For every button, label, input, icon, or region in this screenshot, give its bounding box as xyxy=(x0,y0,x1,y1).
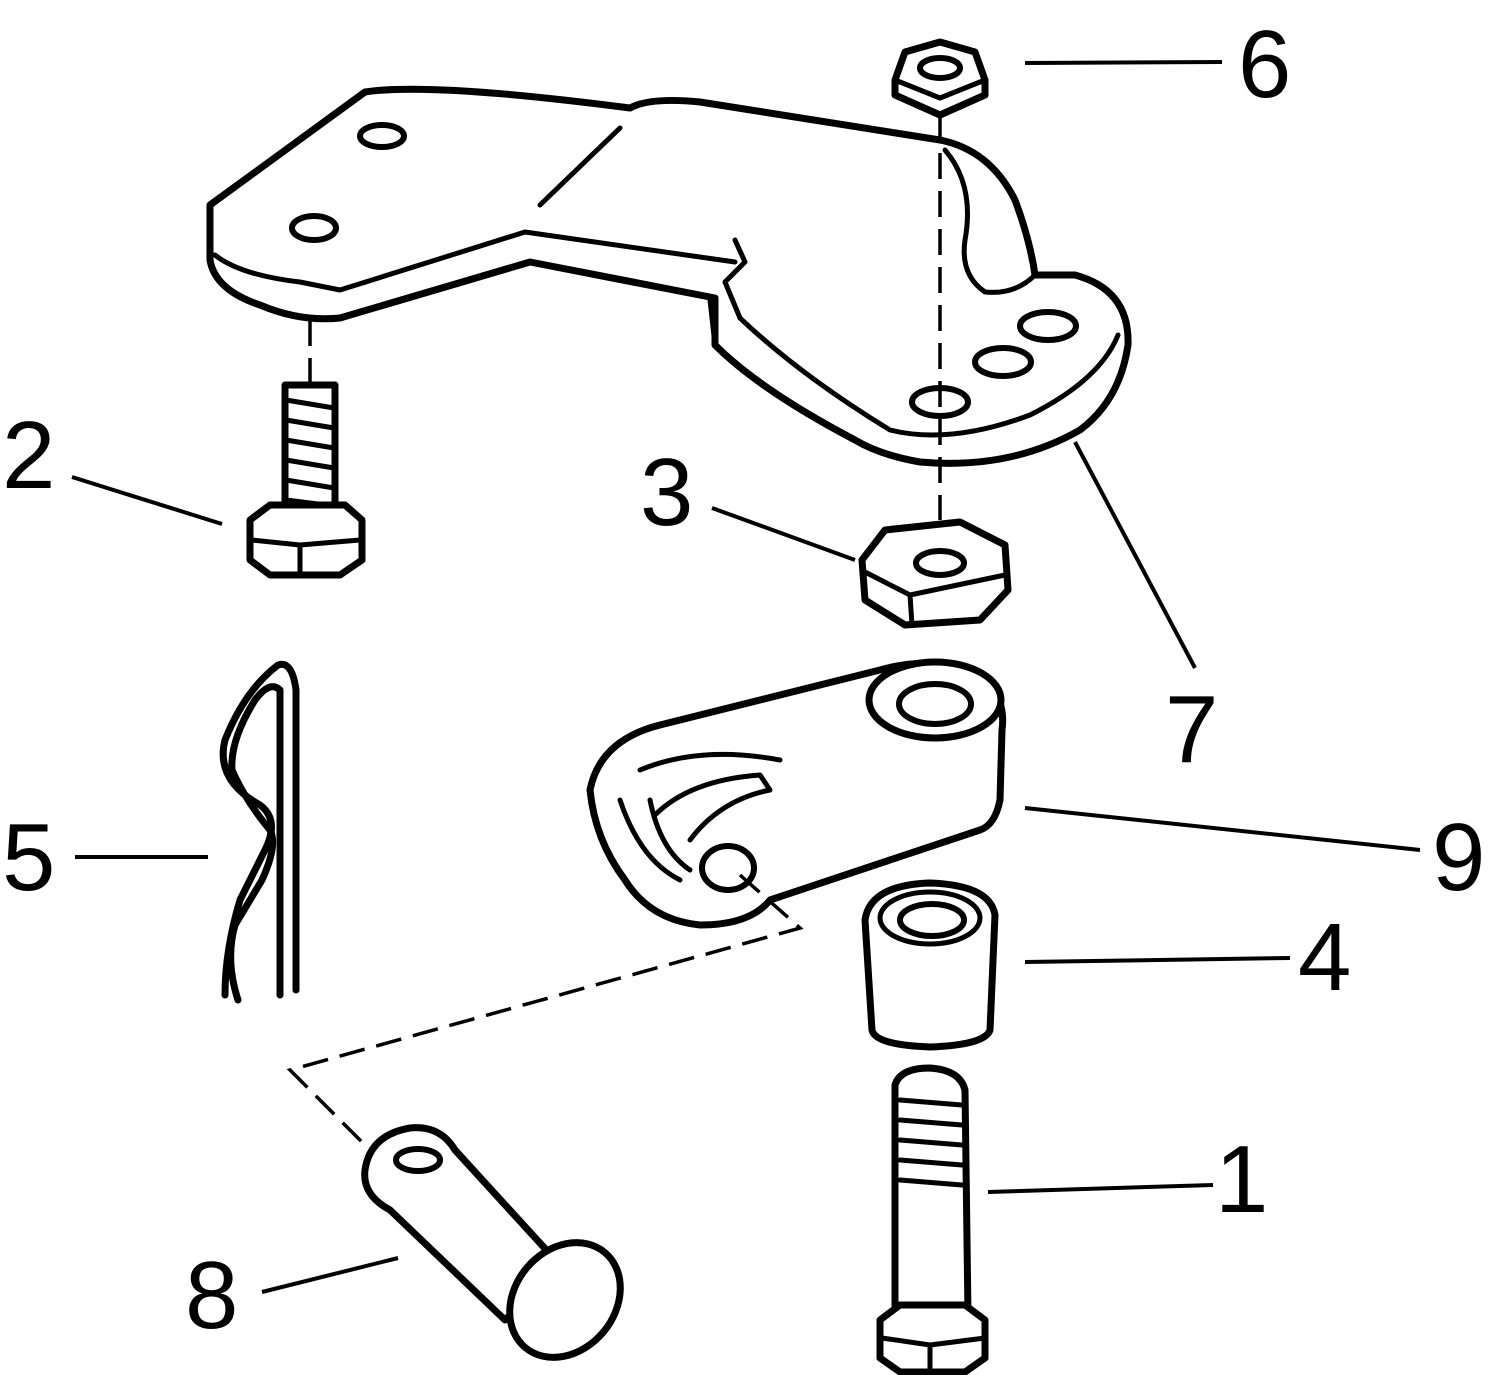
callout-leaders xyxy=(71,60,1421,1294)
bracket-plate xyxy=(206,85,1132,467)
callout-5: 5 xyxy=(2,804,55,911)
flange-nut xyxy=(891,38,989,119)
hex-bolt xyxy=(246,381,366,579)
callout-4: 4 xyxy=(1298,904,1351,1011)
hairpin-clip xyxy=(219,660,300,1004)
clevis xyxy=(586,658,1007,929)
callout-6: 6 xyxy=(1238,11,1291,118)
assembly-lines xyxy=(286,115,942,1152)
callout-labels: 6 2 3 7 5 9 4 1 8 xyxy=(2,11,1485,1349)
shoulder-bolt xyxy=(876,1064,989,1375)
callout-7: 7 xyxy=(1165,676,1218,783)
hex-nut xyxy=(858,518,1012,629)
callout-9: 9 xyxy=(1432,804,1485,911)
clevis-pin xyxy=(361,1124,624,1361)
callout-2: 2 xyxy=(2,402,55,509)
bushing xyxy=(861,879,999,1051)
callout-8: 8 xyxy=(185,1242,238,1349)
callout-3: 3 xyxy=(640,439,693,546)
callout-1: 1 xyxy=(1215,1126,1268,1233)
